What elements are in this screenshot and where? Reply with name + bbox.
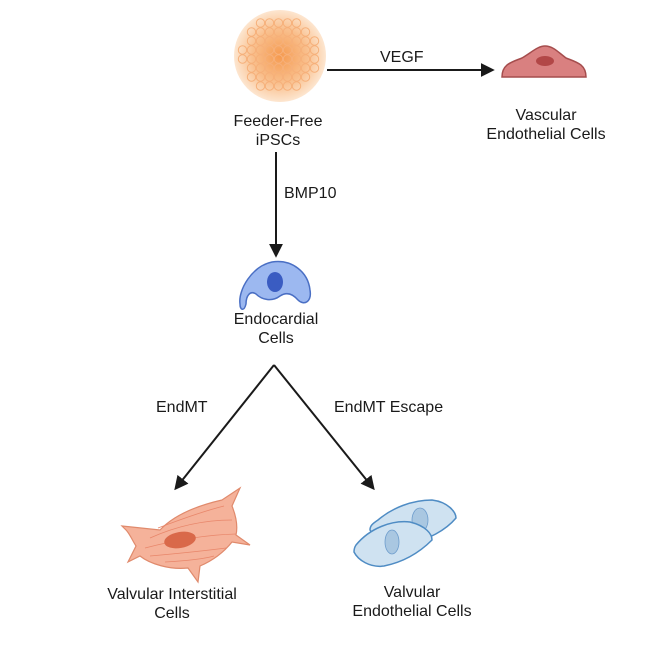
- ipsc-cell: [300, 72, 311, 82]
- ipsc-cell: [291, 72, 302, 82]
- ipsc-cell: [264, 36, 275, 46]
- ipsc-cell: [255, 18, 266, 28]
- ipsc-cell: [273, 45, 284, 55]
- ipsc-cell: [246, 63, 257, 73]
- endocardial-cell-icon: [239, 260, 312, 310]
- ipsc-colony-icon: [234, 10, 326, 102]
- ipsc-cell: [291, 54, 302, 64]
- ipsc-cell: [255, 27, 266, 37]
- ipsc-cell: [255, 81, 266, 91]
- ipsc-cell: [237, 54, 248, 64]
- ipsc-cell: [264, 45, 275, 55]
- valvular-endothelial-cells-icon: [353, 499, 457, 568]
- ipsc-cell: [255, 54, 266, 64]
- ipsc-cell: [291, 27, 302, 37]
- ipsc-cell: [300, 63, 311, 73]
- ipsc-cell: [264, 27, 275, 37]
- ipsc-cell: [273, 72, 284, 82]
- ipsc-cell: [309, 36, 320, 46]
- ipsc-cell: [246, 54, 257, 64]
- ipsc-cell: [255, 63, 266, 73]
- ipsc-cell: [246, 27, 257, 37]
- ipsc-cell: [255, 72, 266, 82]
- ipsc-cell: [282, 72, 293, 82]
- arrow-endmt: [174, 364, 275, 491]
- ipsc-cell: [255, 45, 266, 55]
- ipsc-cell: [282, 45, 293, 55]
- edge-label-bmp10: BMP10: [284, 185, 337, 202]
- valvular-interstitial-cell-icon: [120, 486, 251, 584]
- ipsc-cell: [264, 81, 275, 91]
- ipsc-cell: [291, 45, 302, 55]
- vascular-endothelial-cell-icon: [501, 45, 587, 78]
- ipsc-cell: [246, 72, 257, 82]
- ipsc-cell: [282, 63, 293, 73]
- ipsc-cell: [291, 63, 302, 73]
- arrow-endmt-escape: [273, 364, 375, 491]
- ipsc-cell: [291, 81, 302, 91]
- ipsc-cell: [282, 18, 293, 28]
- ipsc-cell: [282, 54, 293, 64]
- ipsc-cell: [300, 54, 311, 64]
- edge-label-endmt: EndMT: [156, 399, 208, 416]
- ipsc-cell: [273, 27, 284, 37]
- ipsc-cell: [282, 81, 293, 91]
- ipsc-cell: [273, 81, 284, 91]
- ipsc-cell: [237, 45, 248, 55]
- ipsc-cell: [273, 54, 284, 64]
- ipsc-cell: [255, 36, 266, 46]
- ipsc-cell: [309, 54, 320, 64]
- ipsc-cell: [246, 45, 257, 55]
- ipsc-cell: [300, 36, 311, 46]
- ipsc-cell: [282, 27, 293, 37]
- ipsc-cell: [300, 27, 311, 37]
- ipsc-cell: [309, 63, 320, 73]
- ipsc-cell: [309, 45, 320, 55]
- ipsc-cell: [291, 36, 302, 46]
- ipsc-cell: [282, 36, 293, 46]
- ipsc-cell: [273, 18, 284, 28]
- ipsc-cell: [264, 63, 275, 73]
- ipsc-cell: [264, 18, 275, 28]
- ipsc-cell: [291, 18, 302, 28]
- ipsc-cell: [300, 45, 311, 55]
- edge-label-endmt-escape: EndMT Escape: [334, 399, 444, 416]
- ipsc-cell: [273, 36, 284, 46]
- ipsc-cell: [246, 36, 257, 46]
- ipsc-cell: [264, 54, 275, 64]
- ipsc-cell: [264, 72, 275, 82]
- ipsc-cell: [273, 63, 284, 73]
- edge-label-vegf: VEGF: [380, 49, 424, 66]
